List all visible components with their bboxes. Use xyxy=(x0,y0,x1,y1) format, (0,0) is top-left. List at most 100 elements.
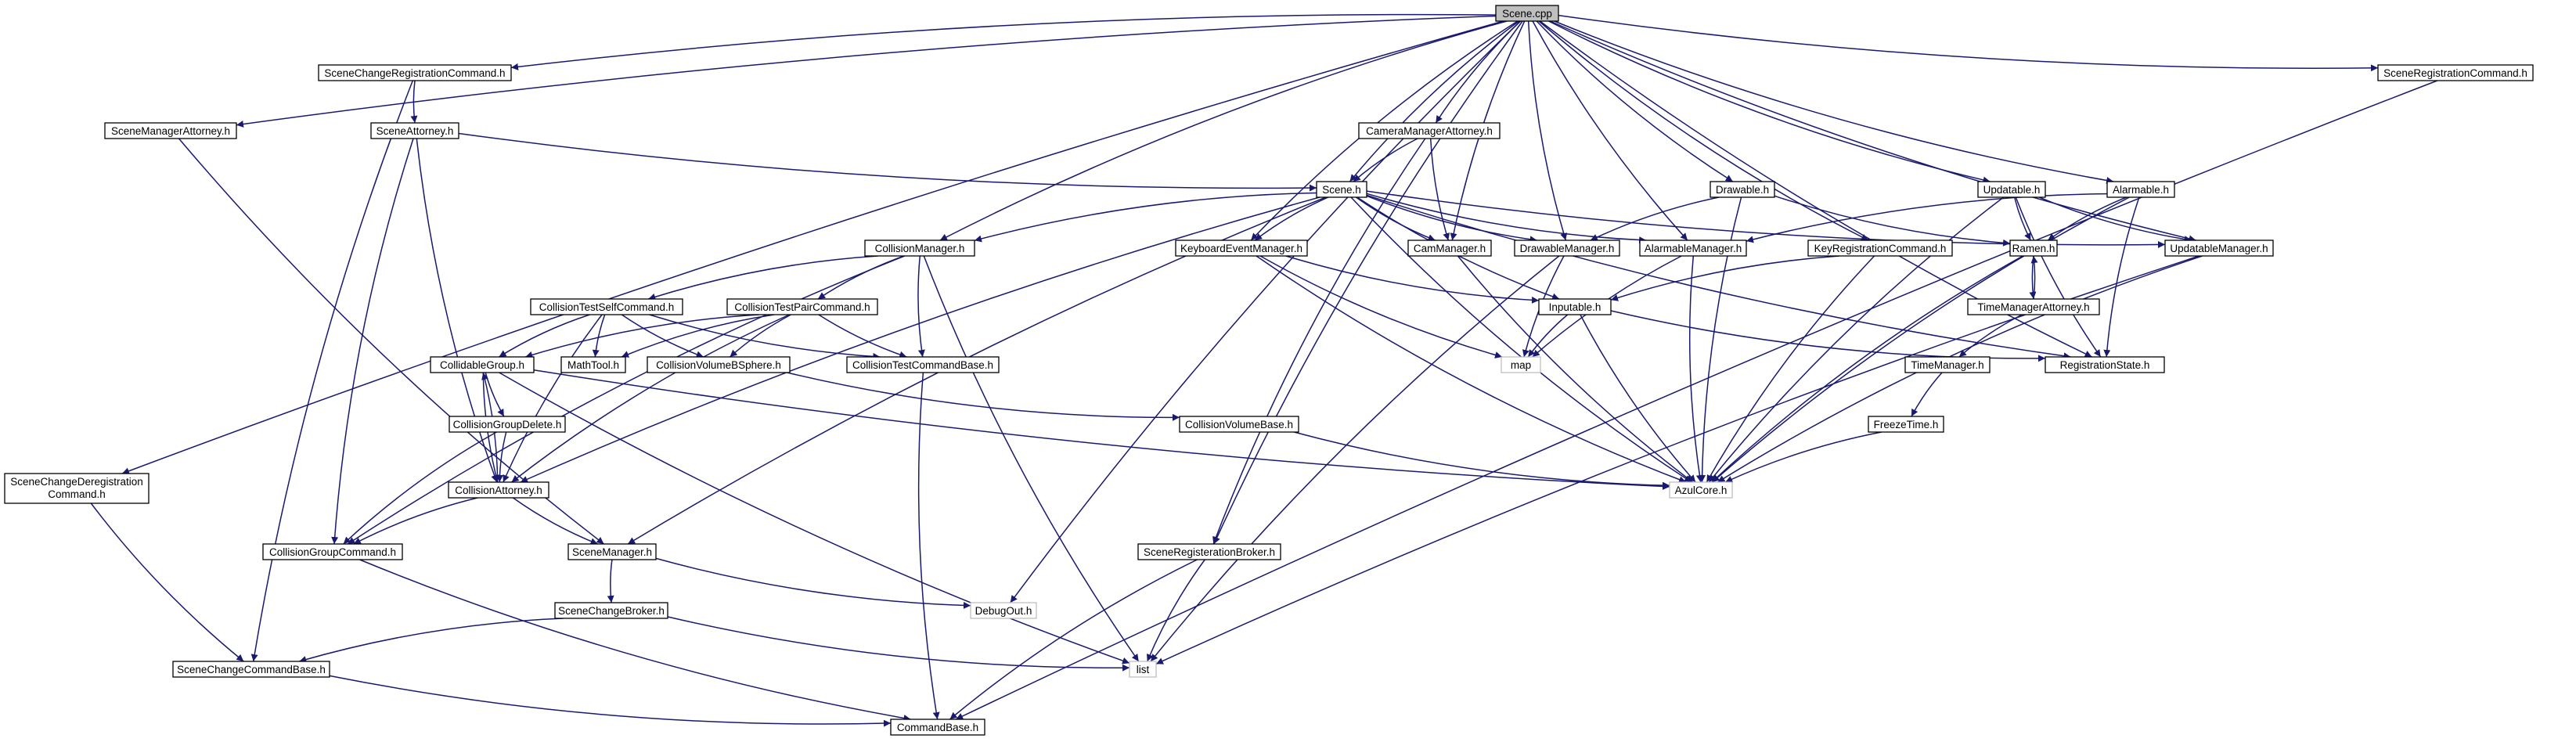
edge-krc-to-inputable xyxy=(1610,255,1840,301)
edge-scene_cpp-to-sma xyxy=(236,15,1497,128)
node-box xyxy=(449,416,566,433)
node-timemanager-h[interactable]: TimeManager.h xyxy=(1904,356,1991,373)
node-label: SceneManagerAttorney.h xyxy=(111,125,230,137)
node-collisionmanager-h[interactable]: CollisionManager.h xyxy=(864,240,975,257)
node-collisiontestpaircommand-h[interactable]: CollisionTestPairCommand.h xyxy=(726,298,878,315)
node-drawable-h[interactable]: Drawable.h xyxy=(1710,181,1775,198)
node-mathtool-h[interactable]: MathTool.h xyxy=(560,356,626,373)
node-scenechangeregistrationcommand-h[interactable]: SceneChangeRegistrationCommand.h xyxy=(318,64,512,81)
node-label: CameraManagerAttorney.h xyxy=(1366,125,1493,137)
edge-ramen-to-azul xyxy=(1711,255,2023,483)
node-sceneregistrationcommand-h[interactable]: SceneRegistrationCommand.h xyxy=(2377,64,2534,81)
edge-scene_h-to-kem xyxy=(1254,196,1329,241)
node-scenemanager-h[interactable]: SceneManager.h xyxy=(567,543,657,560)
node-box xyxy=(1495,5,1559,22)
node-scenemanagerattorney-h[interactable]: SceneManagerAttorney.h xyxy=(104,122,237,139)
node-map[interactable]: map xyxy=(1501,356,1541,373)
node-alarmable-h[interactable]: Alarmable.h xyxy=(2106,181,2175,198)
edge-drawable-to-azul xyxy=(1699,196,1742,483)
node-cameramanagerattorney-h[interactable]: CameraManagerAttorney.h xyxy=(1358,122,1501,139)
node-box xyxy=(647,356,791,373)
edge-scene_cpp-to-updatable xyxy=(1548,20,1991,184)
node-box xyxy=(2377,64,2534,81)
edge-colgroup-to-list xyxy=(499,372,1130,665)
edge-scene_cpp-to-krc xyxy=(1538,20,1869,241)
node-freezetime-h[interactable]: FreezeTime.h xyxy=(1868,416,1944,433)
node-sceneattorney-h[interactable]: SceneAttorney.h xyxy=(370,122,459,139)
node-collisiongroupcommand-h[interactable]: CollisionGroupCommand.h xyxy=(262,543,403,560)
node-box xyxy=(1175,240,1308,257)
node-keyboardeventmanager-h[interactable]: KeyboardEventManager.h xyxy=(1175,240,1308,257)
node-debugout-h[interactable]: DebugOut.h xyxy=(970,602,1037,619)
edge-updmgr-to-list xyxy=(1155,255,2200,665)
node-box xyxy=(726,298,878,315)
node-label: DrawableManager.h xyxy=(1520,243,1615,254)
node-label: SceneChangeRegistrationCommand.h xyxy=(324,67,505,79)
edge-ctcb-to-cmdbase xyxy=(917,372,940,720)
node-label: SceneChangeBroker.h xyxy=(558,605,665,617)
edge-scene_cpp-to-updmgr xyxy=(1550,20,2196,243)
node-collisiongroupdelete-h[interactable]: CollisionGroupDelete.h xyxy=(449,416,566,433)
edge-updatable-to-updmgr xyxy=(2039,196,2192,243)
node-label: CollisionGroupCommand.h xyxy=(269,546,396,558)
node-label: RegistrationState.h xyxy=(2060,359,2150,371)
edge-srb-to-list xyxy=(1147,559,1205,662)
node-keyregistrationcommand-h[interactable]: KeyRegistrationCommand.h xyxy=(1807,240,1953,257)
node-collisionvolumebase-h[interactable]: CollisionVolumeBase.h xyxy=(1179,416,1299,433)
edge-alarmable-to-ramen xyxy=(2047,196,2127,241)
node-scenechangebroker-h[interactable]: SceneChangeBroker.h xyxy=(554,602,668,619)
edge-kem-to-azul xyxy=(1256,255,1687,483)
edge-cammgr-to-azul xyxy=(1457,255,1694,483)
edge-updatable-to-regstate xyxy=(2015,196,2102,358)
node-list[interactable]: list xyxy=(1129,661,1157,678)
node-sceneregisterationbroker-h[interactable]: SceneRegisterationBroker.h xyxy=(1137,543,1281,560)
node-scene-cpp[interactable]: Scene.cpp xyxy=(1495,5,1559,22)
node-drawablemanager-h[interactable]: DrawableManager.h xyxy=(1514,240,1620,257)
node-collidablegroup-h[interactable]: CollidableGroup.h xyxy=(430,356,535,373)
edge-freeze-to-azul xyxy=(1724,431,1882,483)
node-scene-h[interactable]: Scene.h xyxy=(1316,181,1367,198)
node-registrationstate-h[interactable]: RegistrationState.h xyxy=(2045,356,2165,373)
edge-colmgr-to-list xyxy=(923,255,1140,662)
edge-drawable-to-drawmgr xyxy=(1590,196,1720,241)
edge-alarmable-to-regstate xyxy=(2103,196,2140,358)
node-label: CommandBase.h xyxy=(897,722,978,733)
node-box xyxy=(448,481,549,499)
edge-ctpc-to-colatt xyxy=(511,314,790,483)
node-alarmablemanager-h[interactable]: AlarmableManager.h xyxy=(1639,240,1747,257)
node-scenechangecommandbase-h[interactable]: SceneChangeCommandBase.h xyxy=(172,661,330,678)
edge-srb-to-cmdbase xyxy=(949,559,1198,720)
node-box xyxy=(567,543,657,560)
edge-scenemgr-to-debugout xyxy=(655,557,971,609)
node-collisiontestcommandbase-h[interactable]: CollisionTestCommandBase.h xyxy=(846,356,1000,373)
edge-scrc-to-sca xyxy=(410,80,418,124)
node-collisiontestselfcommand-h[interactable]: CollisionTestSelfCommand.h xyxy=(530,298,683,315)
edge-drawable-to-ramen xyxy=(1774,195,2011,247)
edge-cvb-to-azul xyxy=(1294,431,1670,489)
node-box xyxy=(1179,416,1299,433)
node-box xyxy=(970,602,1037,619)
node-label: Updatable.h xyxy=(1983,184,2041,196)
node-azulcore-h[interactable]: AzulCore.h xyxy=(1669,481,1733,499)
node-cammanager-h[interactable]: CamManager.h xyxy=(1407,240,1492,257)
node-box xyxy=(4,473,150,504)
node-box xyxy=(864,240,975,257)
node-updatable-h[interactable]: Updatable.h xyxy=(1977,181,2046,198)
node-collisionvolumebsphere-h[interactable]: CollisionVolumeBSphere.h xyxy=(647,356,791,373)
node-timemanagerattorney-h[interactable]: TimeManagerAttorney.h xyxy=(1967,298,2100,315)
node-box xyxy=(890,719,985,736)
edge-scenemgr-to-scb xyxy=(607,559,614,603)
node-box xyxy=(1639,240,1747,257)
node-updatablemanager-h[interactable]: UpdatableManager.h xyxy=(2164,240,2274,257)
edge-tma-to-timemgr xyxy=(1958,314,2023,358)
node-commandbase-h[interactable]: CommandBase.h xyxy=(890,719,985,736)
edge-colgroup-to-azul xyxy=(533,369,1670,490)
node-box xyxy=(2009,240,2058,257)
node-ramen-h[interactable]: Ramen.h xyxy=(2009,240,2058,257)
edge-updatable-to-azul xyxy=(1708,196,2005,483)
node-inputable-h[interactable]: Inputable.h xyxy=(1538,298,1612,315)
edge-alarmmgr-to-azul xyxy=(1688,255,1703,483)
node-collisionattorney-h[interactable]: CollisionAttorney.h xyxy=(448,481,549,499)
node-box xyxy=(104,122,237,139)
